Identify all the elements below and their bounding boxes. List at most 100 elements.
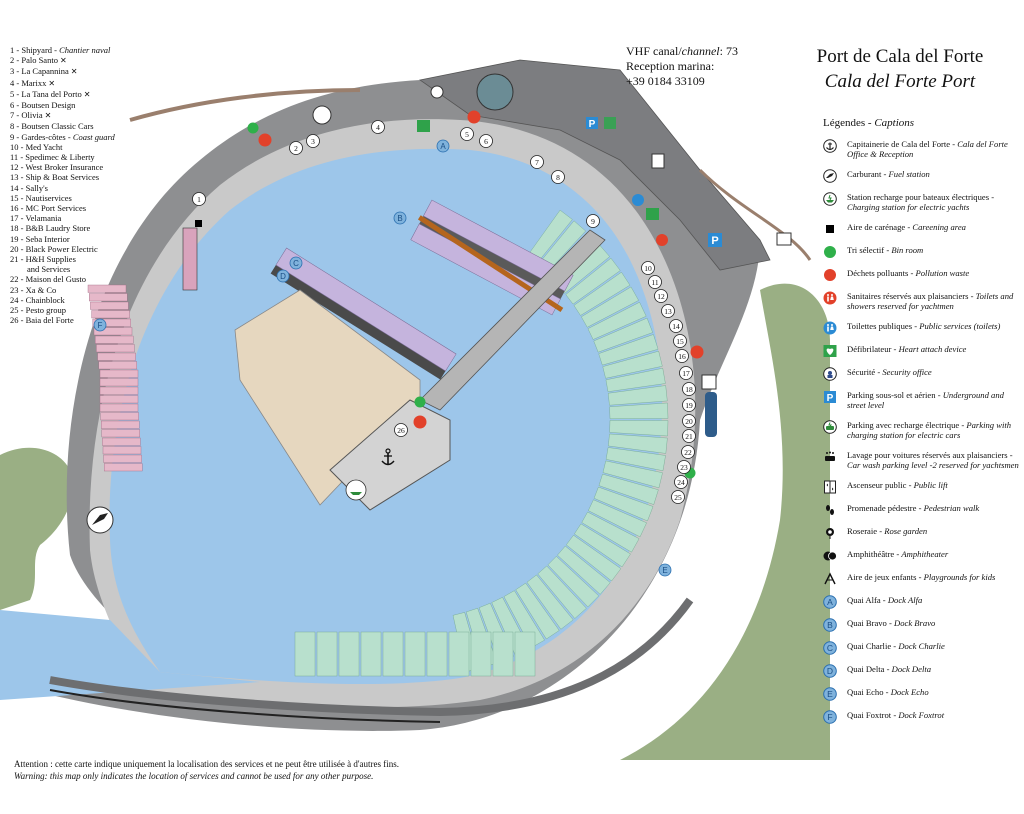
service-item: 22 - Maison del Gusto	[10, 274, 87, 285]
legend-label-fr: Quai Echo	[847, 686, 884, 697]
service-item: 8 - Boutsen Classic Cars	[10, 121, 94, 132]
svg-text:C: C	[293, 259, 299, 268]
berth-slip	[100, 412, 139, 421]
service-name: Gardes-côtes	[21, 131, 66, 142]
legend-item: Sanitaires réservés aux plaisanciers - T…	[820, 291, 1020, 312]
svg-text:A: A	[440, 142, 446, 151]
service-item: 24 - Chainblock	[10, 294, 65, 305]
service-item: 7 - Olivia✕	[10, 110, 52, 121]
berth-slip	[103, 454, 142, 463]
service-name: Med Yacht	[25, 141, 63, 152]
berth-slip	[526, 574, 574, 630]
security-marker	[430, 85, 444, 99]
reception-label: Reception marina:	[626, 59, 715, 73]
rose-icon	[823, 526, 837, 540]
berth-slip	[93, 327, 133, 336]
legend-label-en: Public services (toilets)	[919, 320, 1001, 331]
svg-text:12: 12	[657, 292, 665, 301]
service-item-cont: and Services	[27, 264, 71, 275]
restroom-red-icon	[413, 415, 427, 429]
service-item: 14 - Sally's	[10, 182, 48, 193]
dock-c-icon: C	[823, 640, 837, 655]
legend: Légendes - Captions Capitainerie de Cala…	[820, 118, 1020, 733]
legend-label-fr: Carburant	[847, 168, 882, 179]
footprints-icon	[823, 503, 837, 517]
berth-slip	[99, 386, 139, 395]
berth-slip	[515, 582, 560, 640]
legend-item: Ascenseur public - Public lift	[820, 480, 1020, 494]
berth-slip	[609, 420, 669, 437]
legend-label-fr: Toilettes publiques	[847, 320, 913, 331]
berth-slip	[574, 523, 631, 568]
legend-label-en: Dock Alfa	[887, 594, 923, 605]
legend-label-en: Careening area	[912, 221, 966, 232]
dock-e-icon: E	[823, 686, 837, 701]
fork-knife-icon: ✕	[44, 111, 52, 121]
legend-label-fr: Quai Foxtrot	[847, 709, 892, 720]
public-toilets-marker	[632, 194, 644, 206]
pier-charlie-delta	[270, 247, 457, 380]
elevator-icon	[823, 480, 837, 494]
berth-slip	[99, 378, 139, 387]
svg-text:E: E	[827, 689, 833, 699]
dock-b-icon: B	[823, 617, 837, 632]
ev-parking-icon	[823, 419, 837, 434]
berth-slip	[90, 301, 129, 310]
svg-text:17: 17	[682, 369, 690, 378]
fork-knife-icon: ✕	[83, 89, 91, 99]
svg-text:20: 20	[685, 417, 693, 426]
service-name: Olivia	[21, 110, 43, 121]
service-name: Maison del Gusto	[25, 274, 87, 285]
service-item: 9 - Gardes-côtes - Coast guard	[10, 131, 115, 142]
warning-fr: Attention : cette carte indique uniqueme…	[14, 759, 399, 769]
berth-slip	[537, 565, 587, 619]
svg-text:C: C	[827, 643, 833, 653]
berth-slip	[426, 631, 448, 677]
service-name: Boutsen Classic Cars	[21, 121, 94, 132]
legend-label-en: Bin room	[891, 244, 924, 255]
svg-text:19: 19	[685, 401, 693, 410]
berth-slip	[99, 369, 139, 378]
legend-item: Station recharge pour bateaux électrique…	[820, 192, 1020, 213]
legend-label-fr: Sanitaires réservés aux plaisanciers	[847, 290, 969, 301]
svg-text:26: 26	[397, 426, 405, 435]
dock-f-icon: F	[823, 709, 837, 724]
boat-charging-icon	[350, 492, 362, 495]
berth-slip	[609, 402, 669, 420]
legend-title: Légendes - Captions	[823, 117, 915, 129]
service-number-marker: 22	[681, 445, 695, 459]
service-number-marker: 15	[673, 334, 687, 348]
service-number-marker: 6	[479, 134, 493, 148]
service-number-marker: 20	[682, 414, 696, 428]
berth-slip	[514, 631, 536, 677]
service-item: 4 - Marixx✕	[10, 77, 56, 88]
service-number: 21	[10, 254, 19, 265]
legend-item: Promenade pédestre - Pedestrian walk	[820, 503, 1020, 517]
service-item: 3 - La Capannina✕	[10, 66, 78, 77]
legend-label-fr: Ascenseur public	[847, 479, 907, 490]
legend-item: Amphithéâtre - Amphitheater	[820, 549, 1020, 563]
main-jetty	[419, 229, 606, 411]
fork-knife-icon: ✕	[48, 78, 56, 88]
service-number: 15	[10, 192, 19, 203]
service-name: Marixx	[21, 77, 47, 88]
svg-text:9: 9	[591, 217, 595, 226]
service-number: 5	[10, 88, 15, 99]
legend-label-en: Public lift	[913, 479, 948, 490]
title-en: Cala del Forte Port	[824, 71, 976, 92]
berth-slip	[103, 463, 143, 472]
dock-e-badge: E	[658, 563, 672, 577]
service-number: 19	[10, 233, 19, 244]
red-dot-icon	[823, 268, 837, 282]
legend-label-fr: Sécurité	[847, 366, 876, 377]
boat-charging-marker	[345, 479, 367, 501]
reception-phone[interactable]: +39 0184 33109	[626, 74, 705, 88]
service-number-marker: 10	[641, 261, 655, 275]
legend-label-en: Dock Bravo	[894, 617, 936, 628]
berth-slip	[404, 631, 426, 677]
legend-item: Lavage pour voitures réservés aux plaisa…	[820, 450, 1020, 471]
berth-slip	[316, 631, 338, 677]
legend-item: Toilettes publiques - Public services (t…	[820, 321, 1020, 335]
